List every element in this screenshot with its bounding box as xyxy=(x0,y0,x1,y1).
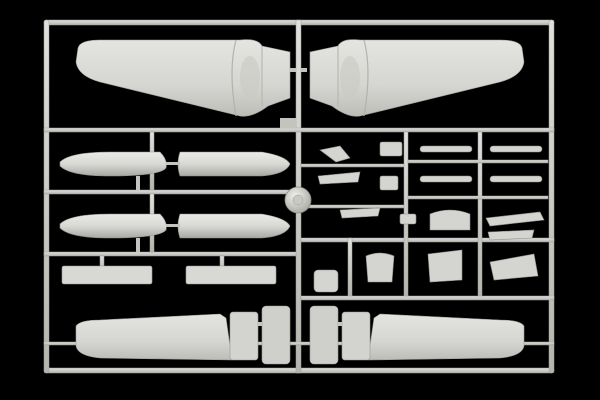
upper-wing-right xyxy=(309,39,525,117)
lower-wing-right xyxy=(309,305,525,365)
gates xyxy=(136,68,342,326)
small-parts xyxy=(313,141,545,293)
flat-strips xyxy=(61,265,277,285)
upper-wing-left xyxy=(75,39,291,117)
engine-pod-halves xyxy=(59,151,291,239)
lower-wing-left xyxy=(75,305,291,365)
sprue-frame xyxy=(43,19,555,374)
